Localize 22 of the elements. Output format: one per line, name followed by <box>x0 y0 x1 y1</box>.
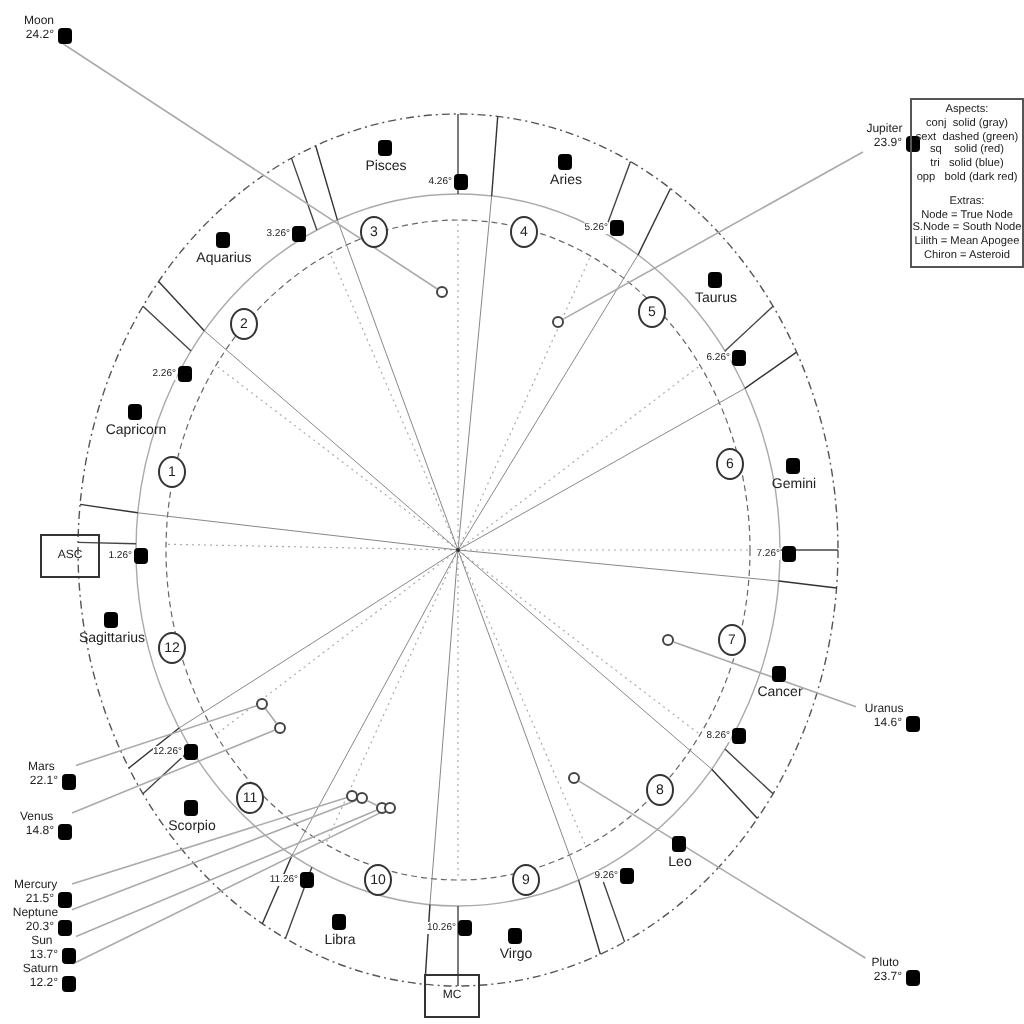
leader-line <box>71 797 348 885</box>
planet-marker <box>568 772 580 784</box>
planet-marker <box>274 722 286 734</box>
planet-marker <box>346 790 358 802</box>
leader-line <box>71 729 276 814</box>
planet-marker <box>552 316 564 328</box>
planet-marker <box>376 802 388 814</box>
aspect-line <box>264 708 278 724</box>
planet-marker <box>256 698 268 710</box>
planet-marker <box>436 286 448 298</box>
aspect-line <box>366 799 378 807</box>
leader-line <box>75 705 258 767</box>
key-box <box>910 98 1024 268</box>
planet-marker <box>384 802 396 814</box>
leader-line <box>75 809 378 938</box>
leader-line <box>672 641 857 708</box>
leader-line <box>562 151 864 320</box>
planet-marker <box>356 792 368 804</box>
planet-marker <box>662 634 674 646</box>
leader-line <box>71 799 358 911</box>
leader-line <box>62 43 438 290</box>
leader-line <box>578 780 867 959</box>
